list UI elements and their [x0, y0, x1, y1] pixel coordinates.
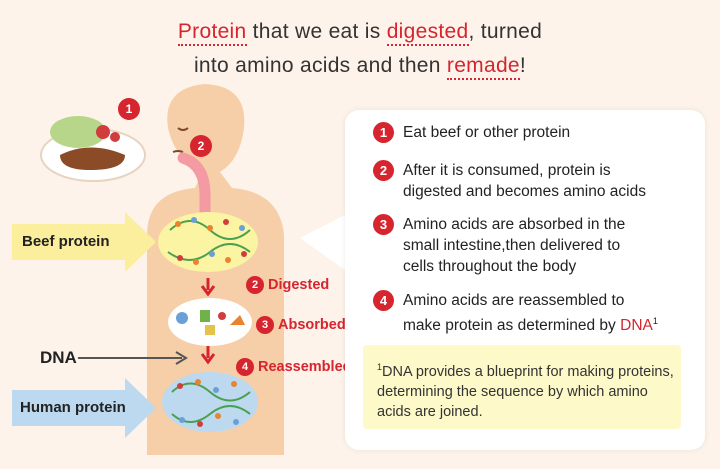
- arrow-down-icon: [200, 278, 216, 297]
- human-protein-label: Human protein: [20, 399, 126, 416]
- digested-badge: 2: [246, 276, 264, 294]
- step-3-line-2: small intestine,then delivered to: [403, 237, 621, 254]
- step-4-line-2: make protein as determined by DNA1: [403, 311, 658, 336]
- reassembled-text: Reassembled: [258, 359, 352, 375]
- step-3: 3 Amino acids are absorbed in the small …: [373, 214, 626, 277]
- absorbed-text: Absorbed: [278, 317, 346, 333]
- step-3-line-3: cells throughout the body: [403, 258, 577, 275]
- step-2-badge: 2: [190, 135, 212, 157]
- title-protein: Protein: [177, 20, 247, 46]
- step-2-line-1: After it is consumed, protein is: [403, 162, 611, 179]
- human-protein-area: [162, 372, 258, 432]
- footnote-body: DNA provides a blueprint for making prot…: [377, 363, 674, 420]
- step-2: 2 After it is consumed, protein is diges…: [373, 160, 646, 202]
- title-line-1: Protein that we eat is digested, turned: [0, 20, 720, 46]
- step-1-badge: 1: [118, 98, 140, 120]
- title-digested: digested: [386, 20, 469, 46]
- stomach-area: [158, 212, 258, 272]
- title-line-2: into amino acids and then remade!: [0, 54, 720, 80]
- step-4-line-2-text: make protein as determined by: [403, 317, 621, 335]
- step-1-number: 1: [373, 122, 394, 143]
- step-4-number: 4: [373, 290, 394, 311]
- footnote-box: 1DNA provides a blueprint for making pro…: [363, 345, 681, 429]
- title-text-4: !: [519, 54, 527, 77]
- title-remade: remade: [446, 54, 520, 80]
- absorbed-badge: 3: [256, 316, 274, 334]
- title-text-2: , turned: [468, 20, 543, 43]
- step-2-number: 2: [373, 160, 394, 181]
- esophagus: [177, 152, 211, 218]
- amino-acid-molecule-icons: [176, 310, 245, 335]
- step-3-number: 3: [373, 214, 394, 235]
- step-1-text: Eat beef or other protein: [403, 124, 571, 141]
- step-3-line-1: Amino acids are absorbed in the: [403, 216, 626, 233]
- closed-eye-icon: [177, 127, 189, 131]
- title-text-3: into amino acids and then: [193, 54, 447, 77]
- amino-acid-beads-top: [175, 217, 247, 265]
- human-protein-arrow: [12, 378, 156, 438]
- mouth-icon: [172, 150, 184, 153]
- steps-card: 1 Eat beef or other protein 2 After it i…: [345, 110, 705, 450]
- title-text-1: that we eat is: [246, 20, 387, 43]
- reassembled-badge: 4: [236, 358, 254, 376]
- beef-protein-label: Beef protein: [22, 233, 110, 250]
- footnote-mark: 1: [377, 362, 383, 372]
- dna-label: DNA: [40, 348, 77, 367]
- arrow-down-icon: [200, 346, 216, 365]
- plate-of-food-icon: [40, 116, 146, 182]
- step-2-line-2: digested and becomes amino acids: [403, 183, 646, 200]
- beef-protein-arrow: [12, 212, 156, 272]
- step-4: 4 Amino acids are reassembled to make pr…: [373, 290, 658, 336]
- step-4-dna: DNA: [620, 317, 653, 335]
- footnote-text: 1DNA provides a blueprint for making pro…: [377, 357, 677, 422]
- callout-pointer: [300, 215, 345, 270]
- digested-text: Digested: [268, 277, 330, 293]
- step-4-line-1: Amino acids are reassembled to: [403, 292, 625, 309]
- step-4-footnote-mark: 1: [652, 316, 658, 326]
- step-1: 1 Eat beef or other protein: [373, 122, 571, 143]
